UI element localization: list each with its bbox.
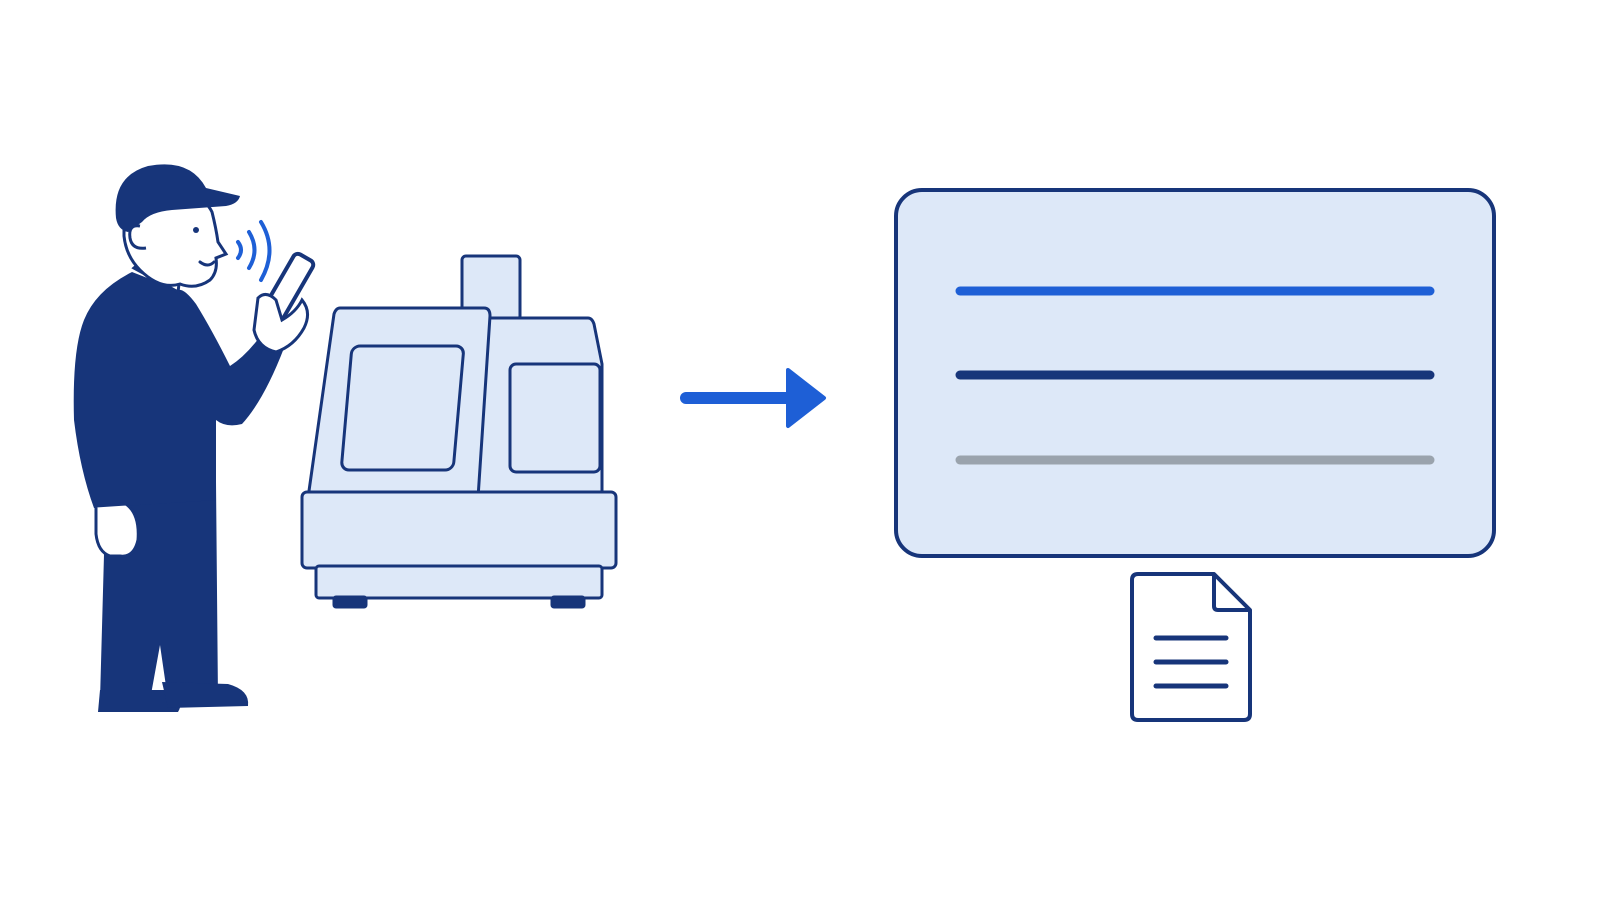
machine-foot-left bbox=[332, 595, 368, 609]
industrial-machine bbox=[300, 254, 618, 609]
worker-cap bbox=[115, 164, 240, 232]
worker-shoe-right bbox=[162, 682, 249, 708]
machine-main-window bbox=[340, 344, 465, 472]
machine-base bbox=[300, 490, 618, 570]
worker-left-hand bbox=[94, 502, 140, 558]
worker-torso bbox=[73, 272, 284, 508]
machine-foot-right bbox=[550, 595, 586, 609]
document-icon bbox=[1130, 572, 1252, 722]
machine-base-plinth bbox=[314, 564, 604, 600]
worker-eye bbox=[193, 227, 199, 233]
report-panel bbox=[894, 188, 1496, 558]
worker-phone-hand bbox=[252, 293, 309, 354]
machine-side-window bbox=[508, 362, 602, 474]
worker-figure bbox=[73, 164, 316, 712]
worker-mouth bbox=[198, 260, 216, 267]
worker-shoe-left bbox=[98, 690, 181, 712]
voice-waves-icon bbox=[236, 220, 272, 282]
arrow-right-icon bbox=[680, 368, 826, 428]
